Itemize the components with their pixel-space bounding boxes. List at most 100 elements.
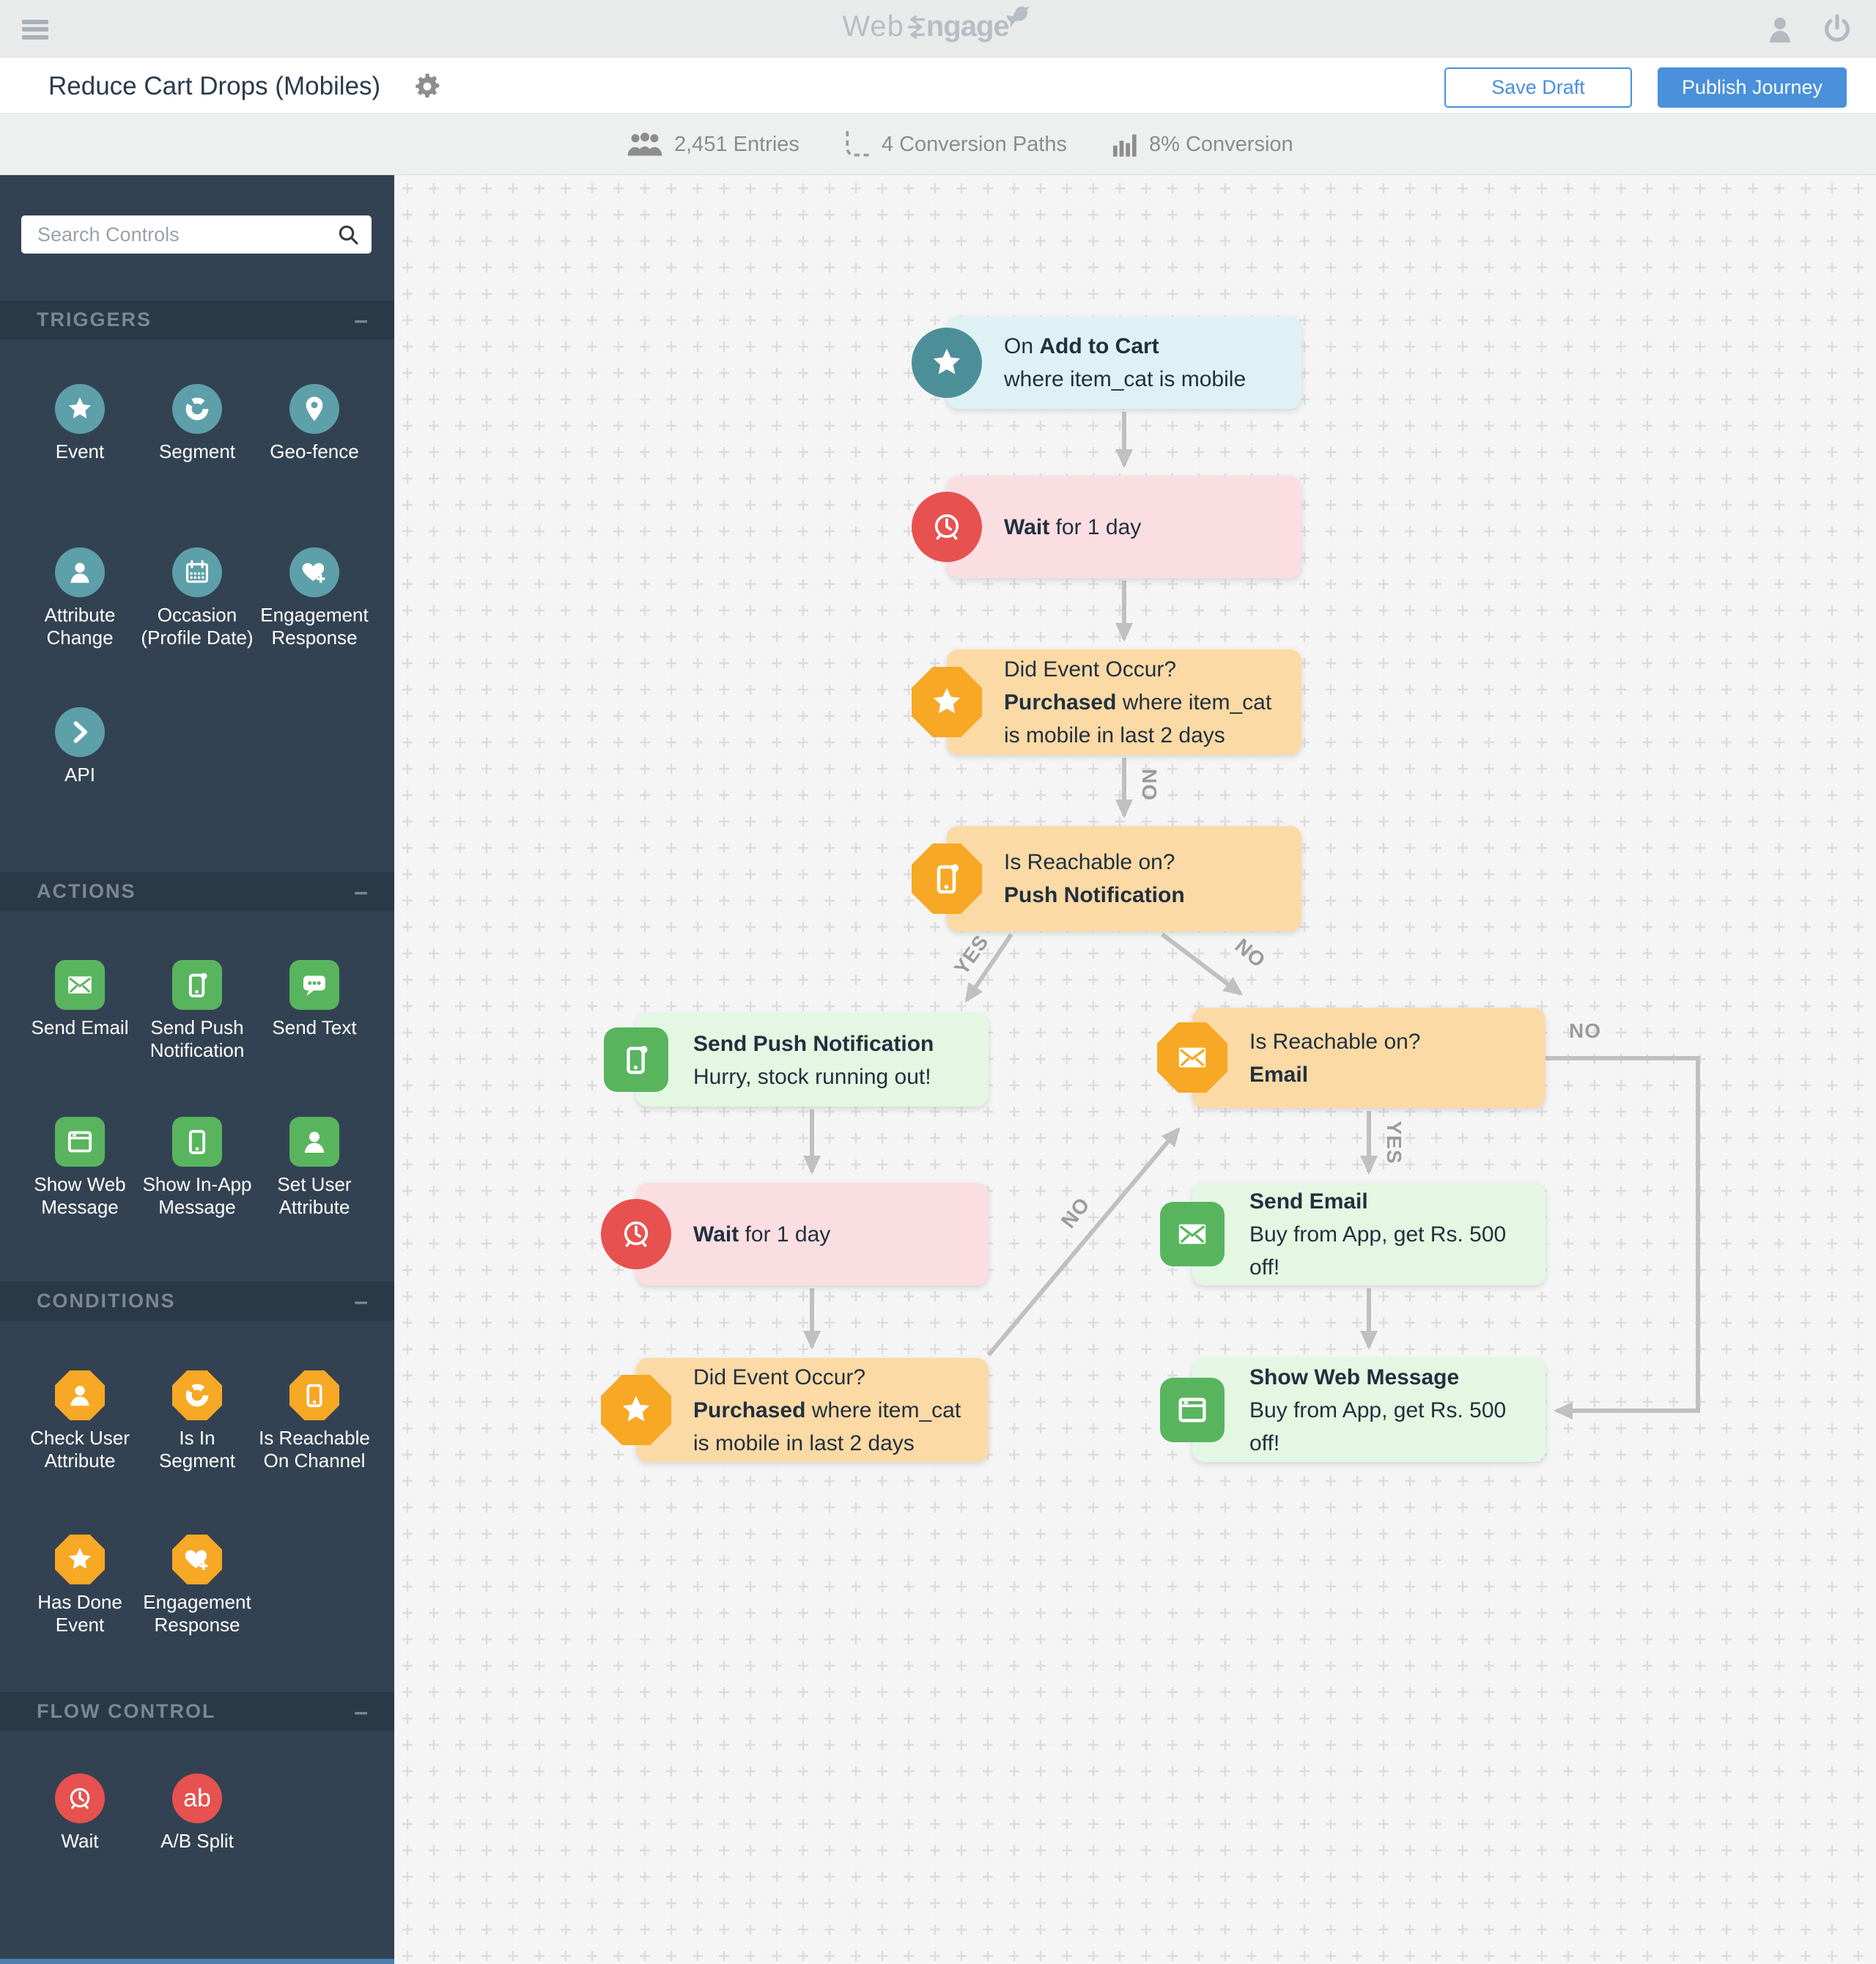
- user-account-icon[interactable]: [1762, 12, 1798, 47]
- ab-split-icon: ab: [172, 1773, 222, 1823]
- sidebar-item-send-text[interactable]: Send Text: [256, 960, 373, 1039]
- people-icon: [627, 132, 662, 156]
- node-show-web-message[interactable]: Show Web Message Buy from App, get Rs. 5…: [1160, 1358, 1546, 1462]
- star-icon: [601, 1375, 671, 1445]
- sidebar-item-label: Segment: [158, 440, 236, 462]
- logo-bird-icon: [1006, 6, 1030, 27]
- sidebar-item-is-in-segment[interactable]: Is In Segment: [139, 1370, 256, 1472]
- publish-journey-button[interactable]: Publish Journey: [1658, 67, 1847, 108]
- sidebar-item-has-done-event[interactable]: Has Done Event: [21, 1535, 139, 1636]
- node-did-event-occur-2[interactable]: Did Event Occur? Purchased where item_ca…: [601, 1358, 989, 1462]
- node-wait-1[interactable]: Wait for 1 day: [912, 476, 1301, 578]
- hamburger-menu-icon[interactable]: [22, 16, 51, 43]
- conversion-value: 8% Conversion: [1148, 132, 1293, 156]
- sidebar-item-wait[interactable]: Wait: [21, 1773, 139, 1853]
- sidebar-item-label: Geo-fence: [270, 440, 359, 462]
- sidebar-item-label: Event: [55, 440, 105, 462]
- sidebar-item-segment[interactable]: Segment: [139, 384, 256, 463]
- sidebar-item-label: Is In Segment: [158, 1427, 236, 1472]
- section-header-flow-control[interactable]: FLOW CONTROL –: [0, 1692, 394, 1731]
- sidebar-item-label: A/B Split: [160, 1830, 234, 1852]
- heart-plus-icon: [289, 547, 339, 597]
- section-title: FLOW CONTROL: [37, 1700, 216, 1722]
- sidebar-item-label: Engagement Response: [143, 1591, 251, 1636]
- sidebar-item-geo-fence[interactable]: Geo-fence: [256, 384, 373, 463]
- star-icon: [912, 667, 982, 737]
- sidebar-item-set-user-attribute[interactable]: Set User Attribute: [256, 1117, 373, 1219]
- section-header-conditions[interactable]: CONDITIONS –: [0, 1282, 394, 1321]
- section-header-triggers[interactable]: TRIGGERS –: [0, 300, 394, 339]
- node-did-event-occur-1[interactable]: Did Event Occur? Purchased where item_ca…: [912, 649, 1301, 755]
- star-icon: [55, 1535, 105, 1584]
- sidebar-item-label: Set User Attribute: [277, 1173, 352, 1218]
- sidebar-item-label: Send Text: [272, 1016, 357, 1038]
- sidebar-item-api[interactable]: API: [21, 707, 139, 786]
- search-icon: [336, 223, 360, 246]
- logo-text-ngage: ngage: [926, 10, 1010, 43]
- node-send-email[interactable]: Send Email Buy from App, get Rs. 500 off…: [1160, 1183, 1546, 1285]
- sidebar-item-check-user-attribute[interactable]: Check User Attribute: [21, 1370, 139, 1472]
- section-header-actions[interactable]: ACTIONS –: [0, 872, 394, 911]
- donut-icon: [172, 384, 222, 434]
- top-bar: Web ngage: [0, 0, 1876, 58]
- sidebar-item-label: Has Done Event: [37, 1591, 122, 1636]
- node-trigger-add-to-cart[interactable]: On Add to Cart where item_cat is mobile: [912, 317, 1301, 409]
- sidebar-item-occasion[interactable]: Occasion (Profile Date): [139, 547, 256, 649]
- phone-notification-icon: [172, 960, 222, 1010]
- sidebar-item-send-email[interactable]: Send Email: [21, 960, 139, 1039]
- collapse-icon[interactable]: –: [354, 877, 368, 906]
- phone-notification-icon: [912, 843, 982, 914]
- sidebar-item-send-push-notification[interactable]: Send Push Notification: [139, 960, 256, 1062]
- journey-canvas[interactable]: NO YES NO NO YES NO On Add to Cart where…: [394, 175, 1876, 1964]
- logo-text-web: Web: [842, 10, 904, 43]
- donut-icon: [172, 1370, 222, 1420]
- star-icon: [55, 384, 105, 434]
- search-controls-input[interactable]: [21, 215, 372, 254]
- collapse-icon[interactable]: –: [354, 1287, 368, 1315]
- sidebar-item-label: Show Web Message: [34, 1173, 126, 1218]
- heart-plus-icon: [172, 1535, 222, 1584]
- sidebar-item-label: Send Email: [31, 1016, 129, 1038]
- map-pin-icon: [289, 384, 339, 434]
- sidebar-item-ab-split[interactable]: ab A/B Split: [139, 1773, 256, 1853]
- sidebar-item-event[interactable]: Event: [21, 384, 139, 463]
- alarm-clock-icon: [912, 492, 982, 562]
- power-logout-icon[interactable]: [1820, 12, 1855, 47]
- collapse-icon[interactable]: –: [354, 306, 368, 334]
- section-title: CONDITIONS: [37, 1290, 176, 1312]
- webengage-logo: Web ngage: [842, 6, 1033, 43]
- browser-window-icon: [55, 1117, 105, 1167]
- sidebar-item-engagement-response-condition[interactable]: Engagement Response: [139, 1535, 256, 1636]
- sidebar-item-label: Wait: [61, 1830, 99, 1852]
- sidebar-bottom-strip: [0, 1959, 394, 1964]
- save-draft-label: Save Draft: [1491, 76, 1585, 98]
- entries-stat: 2,451 Entries: [626, 130, 799, 158]
- person-icon: [289, 1117, 339, 1167]
- person-icon: [55, 1370, 105, 1420]
- bar-chart-icon: [1112, 134, 1137, 157]
- star-icon: [912, 328, 982, 398]
- sidebar-item-label: Engagement Response: [260, 604, 369, 649]
- sidebar-item-is-reachable-on-channel[interactable]: Is Reachable On Channel: [256, 1370, 373, 1472]
- sidebar-item-label: Show In-App Message: [142, 1173, 252, 1218]
- sidebar-item-engagement-response-trigger[interactable]: Engagement Response: [256, 547, 373, 649]
- sidebar-item-show-web-message[interactable]: Show Web Message: [21, 1117, 139, 1219]
- journey-settings-gear-icon[interactable]: [412, 71, 443, 102]
- node-send-push-notification[interactable]: Send Push Notification Hurry, stock runn…: [604, 1014, 989, 1107]
- publish-journey-label: Publish Journey: [1681, 76, 1823, 98]
- sidebar-item-show-in-app-message[interactable]: Show In-App Message: [139, 1117, 256, 1219]
- chevron-right-icon: [55, 707, 105, 757]
- node-is-reachable-push[interactable]: Is Reachable on? Push Notification: [912, 826, 1301, 931]
- page-title: Reduce Cart Drops (Mobiles): [48, 72, 381, 100]
- collapse-icon[interactable]: –: [354, 1697, 368, 1726]
- save-draft-button[interactable]: Save Draft: [1444, 67, 1632, 108]
- entries-value: 2,451 Entries: [674, 132, 799, 156]
- sidebar-item-label: API: [64, 764, 95, 786]
- phone-notification-icon: [604, 1027, 668, 1092]
- envelope-icon: [1160, 1202, 1225, 1266]
- node-is-reachable-email[interactable]: Is Reachable on? Email: [1157, 1008, 1546, 1108]
- sidebar-item-attribute-change[interactable]: Attribute Change: [21, 547, 139, 649]
- phone-icon: [289, 1370, 339, 1420]
- node-wait-2[interactable]: Wait for 1 day: [601, 1183, 989, 1285]
- logo-arrows-icon: [907, 15, 925, 39]
